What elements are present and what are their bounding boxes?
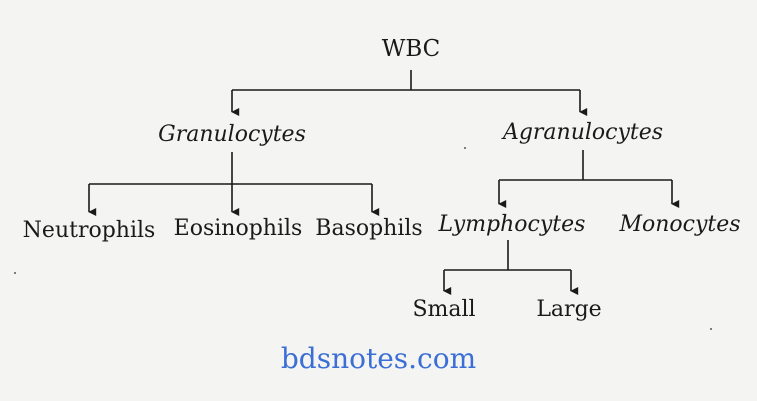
- node-basophils: Basophils: [315, 216, 423, 241]
- node-lymphocytes: Lymphocytes: [438, 212, 586, 237]
- node-eosinophils: Eosinophils: [173, 216, 303, 241]
- speck: [464, 147, 466, 149]
- node-large: Large: [536, 297, 602, 322]
- node-granulocytes: Granulocytes: [158, 122, 306, 147]
- speck: [14, 272, 16, 274]
- node-wbc: WBC: [381, 36, 441, 62]
- node-neutrophils: Neutrophils: [22, 218, 156, 243]
- node-agranulocytes: Agranulocytes: [502, 120, 664, 145]
- node-small: Small: [412, 297, 476, 322]
- speck: [710, 328, 712, 330]
- node-monocytes: Monocytes: [619, 212, 741, 237]
- watermark-text: bdsnotes.com: [280, 342, 477, 375]
